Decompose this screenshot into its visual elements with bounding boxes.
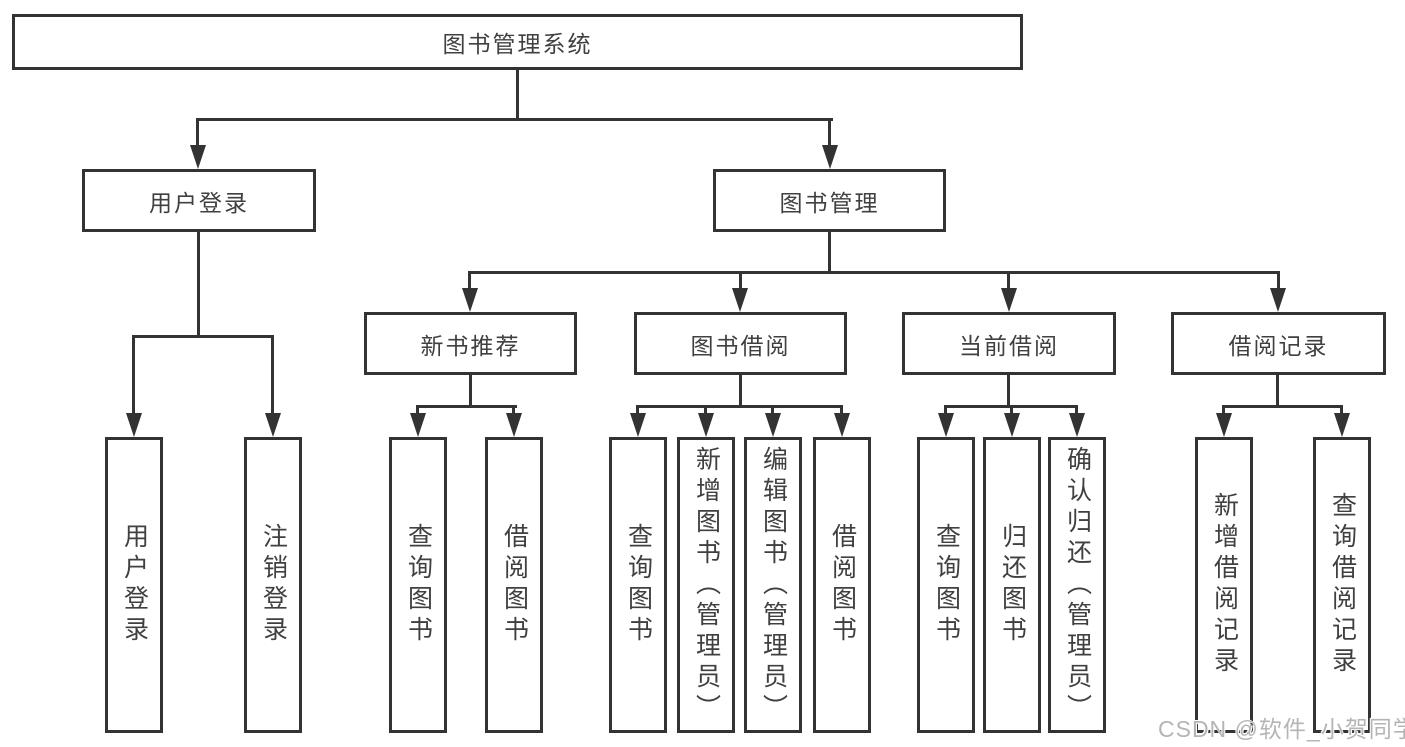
connector-line bbox=[197, 232, 200, 338]
connector-line bbox=[636, 405, 639, 417]
connector-line bbox=[828, 232, 831, 274]
connector-line bbox=[739, 375, 742, 408]
node-book-management: 图书管理 bbox=[713, 169, 946, 232]
arrow-down-icon bbox=[126, 413, 142, 437]
connector-line bbox=[512, 405, 515, 417]
connector-line bbox=[944, 405, 947, 417]
connector-line bbox=[840, 405, 843, 417]
leaf-confirm-return-admin: 确认归还（管理员） bbox=[1048, 437, 1106, 733]
connector-line bbox=[828, 118, 831, 147]
connector-line bbox=[1277, 271, 1280, 291]
leaf-logout: 注销登录 bbox=[244, 437, 302, 733]
connector-line bbox=[469, 375, 472, 408]
arrow-down-icon bbox=[265, 413, 281, 437]
connector-line bbox=[1075, 405, 1078, 417]
node-borrow-records: 借阅记录 bbox=[1171, 312, 1386, 375]
leaf-add-book-admin: 新增图书（管理员） bbox=[677, 437, 735, 733]
connector-line bbox=[196, 118, 199, 147]
node-current-borrow: 当前借阅 bbox=[902, 312, 1116, 375]
arrow-down-icon bbox=[834, 413, 850, 437]
connector-line bbox=[132, 335, 274, 338]
connector-line bbox=[416, 405, 419, 417]
leaf-query-books-current: 查询图书 bbox=[917, 437, 975, 733]
arrow-down-icon bbox=[1004, 413, 1020, 437]
leaf-query-borrow-record: 查询借阅记录 bbox=[1313, 437, 1371, 733]
connector-line bbox=[1222, 405, 1225, 417]
leaf-user-login: 用户登录 bbox=[105, 437, 163, 733]
connector-line bbox=[468, 271, 1280, 274]
connector-line bbox=[1222, 405, 1343, 408]
connector-line bbox=[1010, 405, 1013, 417]
arrow-down-icon bbox=[698, 413, 714, 437]
node-book-borrow: 图书借阅 bbox=[634, 312, 847, 375]
connector-line bbox=[132, 335, 135, 415]
connector-line bbox=[516, 70, 519, 121]
connector-line bbox=[739, 271, 742, 291]
leaf-add-borrow-record: 新增借阅记录 bbox=[1195, 437, 1253, 733]
node-root: 图书管理系统 bbox=[12, 14, 1023, 70]
arrow-down-icon bbox=[1069, 413, 1085, 437]
arrow-down-icon bbox=[822, 145, 838, 169]
leaf-borrow-books-recommend: 借阅图书 bbox=[485, 437, 543, 733]
connector-line bbox=[1007, 271, 1010, 291]
node-new-book-recommend: 新书推荐 bbox=[364, 312, 577, 375]
arrow-down-icon bbox=[732, 288, 748, 312]
arrow-down-icon bbox=[190, 145, 206, 169]
arrow-down-icon bbox=[1001, 288, 1017, 312]
leaf-borrow-books: 借阅图书 bbox=[813, 437, 871, 733]
connector-line bbox=[1007, 375, 1010, 408]
connector-line bbox=[416, 405, 517, 408]
leaf-query-books-borrow: 查询图书 bbox=[609, 437, 667, 733]
arrow-down-icon bbox=[462, 288, 478, 312]
connector-line bbox=[1340, 405, 1343, 417]
connector-line bbox=[196, 118, 833, 121]
arrow-down-icon bbox=[410, 413, 426, 437]
connector-line bbox=[271, 335, 274, 415]
leaf-edit-book-admin: 编辑图书（管理员） bbox=[744, 437, 802, 733]
connector-line bbox=[468, 271, 471, 291]
connector-line bbox=[636, 405, 843, 408]
arrow-down-icon bbox=[630, 413, 646, 437]
watermark: CSDN @软件_小贺同学 bbox=[1158, 716, 1405, 742]
arrow-down-icon bbox=[506, 413, 522, 437]
leaf-query-books-recommend: 查询图书 bbox=[389, 437, 447, 733]
arrow-down-icon bbox=[1216, 413, 1232, 437]
connector-line bbox=[771, 405, 774, 417]
arrow-down-icon bbox=[938, 413, 954, 437]
connector-line bbox=[704, 405, 707, 417]
leaf-return-book: 归还图书 bbox=[983, 437, 1041, 733]
node-user-login: 用户登录 bbox=[82, 169, 316, 232]
arrow-down-icon bbox=[1334, 413, 1350, 437]
arrow-down-icon bbox=[765, 413, 781, 437]
connector-line bbox=[1276, 375, 1279, 408]
arrow-down-icon bbox=[1270, 288, 1286, 312]
